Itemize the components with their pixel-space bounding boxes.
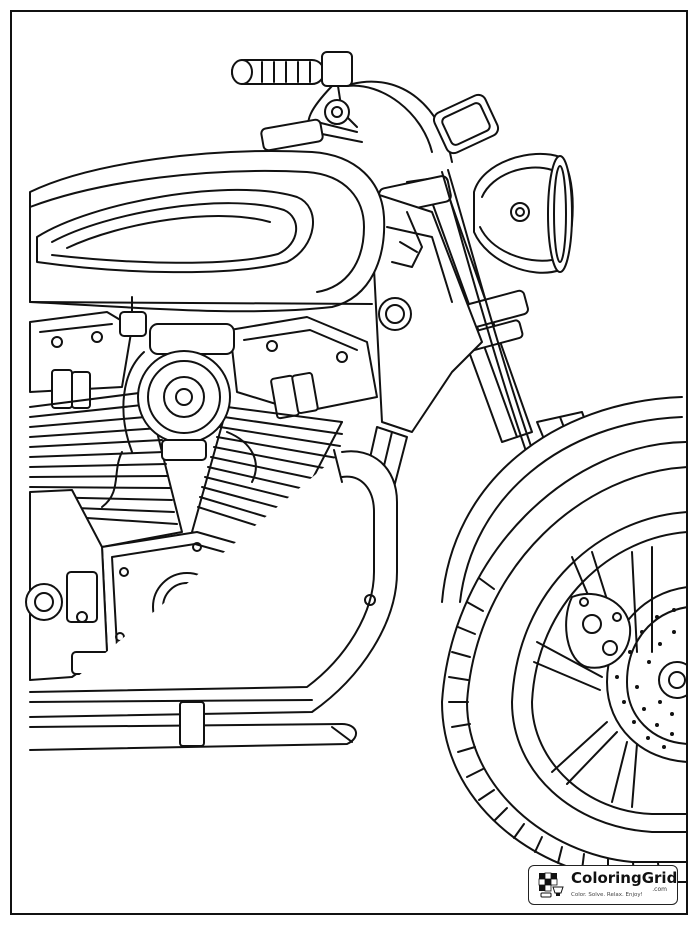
brand-tagline: Color. Solve. Relax. Enjoy! bbox=[571, 891, 643, 898]
instrument-gauge bbox=[432, 93, 500, 155]
checker-grid-trophy-icon bbox=[538, 872, 564, 898]
exhaust-pipes bbox=[29, 449, 398, 751]
brake-disc-holes bbox=[615, 608, 676, 749]
handlebar bbox=[231, 51, 453, 163]
brand-badge[interactable]: ColoringGrid Color. Solve. Relax. Enjoy!… bbox=[528, 865, 678, 905]
air-cleaner bbox=[119, 296, 235, 461]
motorcycle-illustration bbox=[25, 51, 686, 883]
front-wheel bbox=[441, 396, 686, 883]
brand-name: ColoringGrid bbox=[571, 869, 678, 888]
fuel-tank bbox=[29, 118, 386, 313]
coloring-page-frame: ColoringGrid Color. Solve. Relax. Enjoy!… bbox=[10, 10, 688, 915]
brand-domain: .com bbox=[652, 886, 667, 893]
headlight bbox=[473, 152, 574, 274]
brand-text: ColoringGrid Color. Solve. Relax. Enjoy! bbox=[571, 869, 678, 899]
left-cylinder-fins bbox=[29, 391, 178, 525]
